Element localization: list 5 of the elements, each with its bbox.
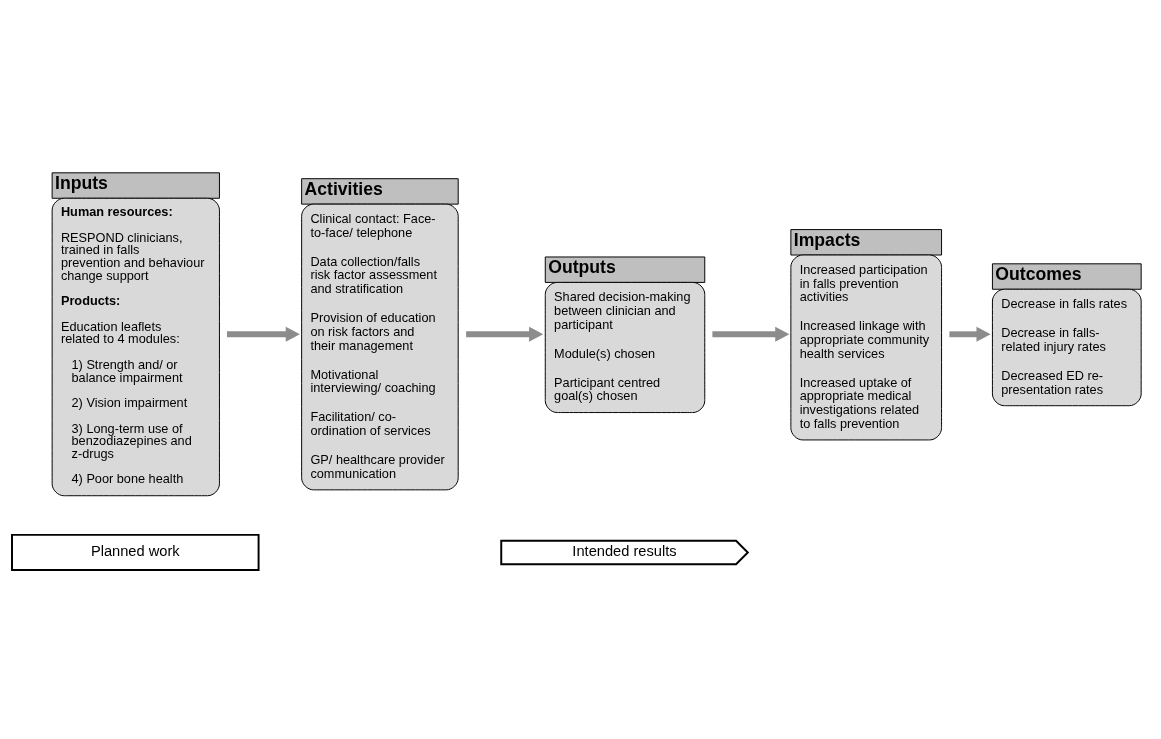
arrow [949,326,991,342]
arrow [712,326,790,342]
arrow [227,326,300,342]
node-box: Planned work [11,533,260,572]
arrow [466,326,544,342]
